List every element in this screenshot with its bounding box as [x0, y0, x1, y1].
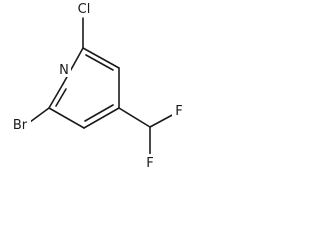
bond-chf2-f1 — [149, 112, 177, 128]
bond-c6-c5 — [82, 47, 120, 69]
nitrogen-atom-label: N — [59, 63, 69, 78]
bond-c3-c2 — [48, 107, 85, 129]
double-bond-c6-c5 — [85, 54, 114, 71]
nitrogen-label-bg — [57, 61, 71, 77]
bond-c4-c3 — [83, 107, 120, 129]
bromine-atom-label: Br — [13, 118, 28, 133]
fluorine-label-bg-2 — [143, 154, 157, 170]
double-bond-c4-c3 — [84, 104, 114, 122]
bromine-label-bg — [10, 116, 31, 132]
double-bond-c2-n1 — [55, 88, 67, 107]
chlorine-label-bg — [74, 0, 94, 16]
fluorine-atom-label-2: F — [146, 156, 153, 171]
bond-c4-chf2 — [118, 107, 151, 128]
chemical-structure-diagram: N Cl Br F F — [10, 0, 186, 171]
chlorine-atom-label: Cl — [78, 2, 91, 17]
bond-c2-n1 — [48, 83, 64, 109]
fluorine-label-bg-1 — [172, 102, 186, 118]
bond-n1-c6 — [62, 47, 84, 85]
fluorine-atom-label-1: F — [175, 104, 182, 119]
bond-c2-br — [29, 107, 50, 123]
